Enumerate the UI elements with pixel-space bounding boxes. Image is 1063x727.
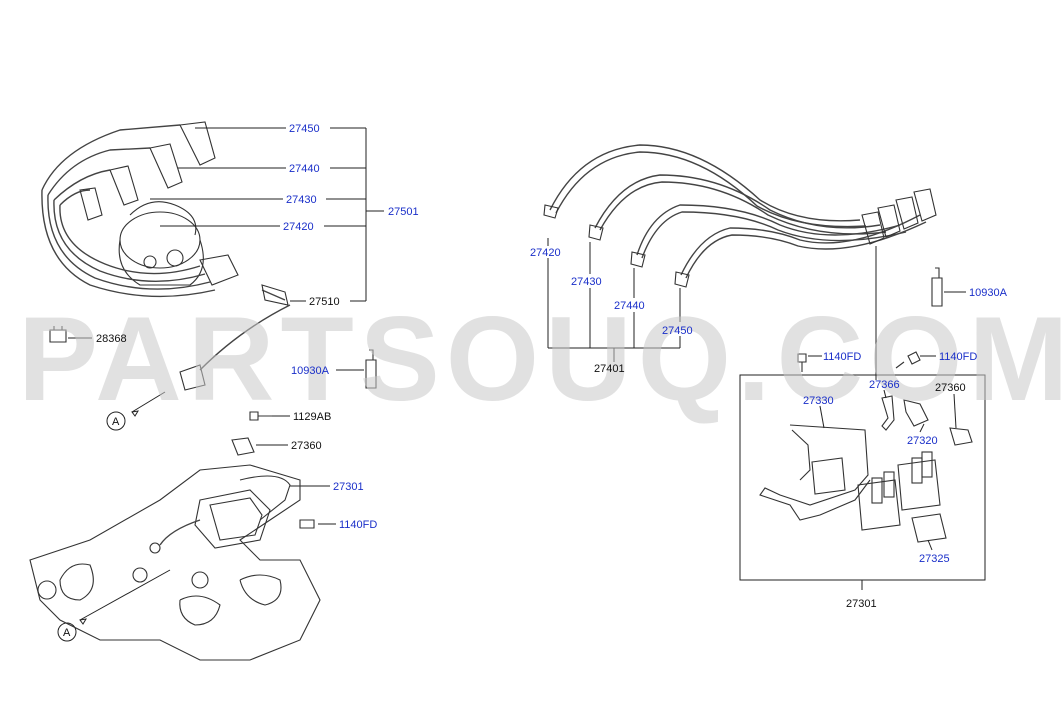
left-wire-set-drawing [41, 121, 384, 642]
callout-27401: 27401 [594, 363, 625, 375]
right-coil-pack-drawing [739, 267, 986, 590]
callout-1140FD-right-a[interactable]: 1140FD [823, 351, 861, 363]
watermark-text: PARTSOUQ.COM [18, 292, 1063, 426]
left-manifold-drawing [29, 464, 321, 661]
callout-27360-left: 27360 [291, 440, 322, 452]
callout-1129AB: 1129AB [293, 411, 331, 423]
callout-27420-right[interactable]: 27420 [530, 247, 561, 259]
callout-27420-left[interactable]: 27420 [283, 221, 314, 233]
callout-27450-left[interactable]: 27450 [289, 123, 320, 135]
right-wire-set-drawing [543, 144, 937, 380]
callout-27440-left[interactable]: 27440 [289, 163, 320, 175]
callout-28368: 28368 [96, 333, 127, 345]
callout-27440-right[interactable]: 27440 [614, 300, 645, 312]
callout-1140FD-left[interactable]: 1140FD [339, 519, 377, 531]
callout-27325[interactable]: 27325 [919, 553, 950, 565]
callout-27366[interactable]: 27366 [869, 379, 900, 391]
callout-10930A-left[interactable]: 10930A [291, 365, 330, 377]
callout-10930A-right[interactable]: 10930A [969, 287, 1008, 299]
callout-27501[interactable]: 27501 [388, 206, 419, 218]
ref-a-bottom: A [63, 627, 71, 639]
ref-a-top: A [112, 416, 120, 428]
callout-27430-left[interactable]: 27430 [286, 194, 317, 206]
callout-27450-right[interactable]: 27450 [662, 325, 693, 337]
callout-27320[interactable]: 27320 [907, 435, 938, 447]
callout-1140FD-right-b[interactable]: 1140FD [939, 351, 977, 363]
callout-27301-left[interactable]: 27301 [333, 481, 364, 493]
callout-27301-right: 27301 [846, 598, 877, 610]
callout-27510: 27510 [309, 296, 340, 308]
callout-27330[interactable]: 27330 [803, 395, 834, 407]
callout-27430-right[interactable]: 27430 [571, 276, 602, 288]
callout-27360-right: 27360 [935, 382, 966, 394]
